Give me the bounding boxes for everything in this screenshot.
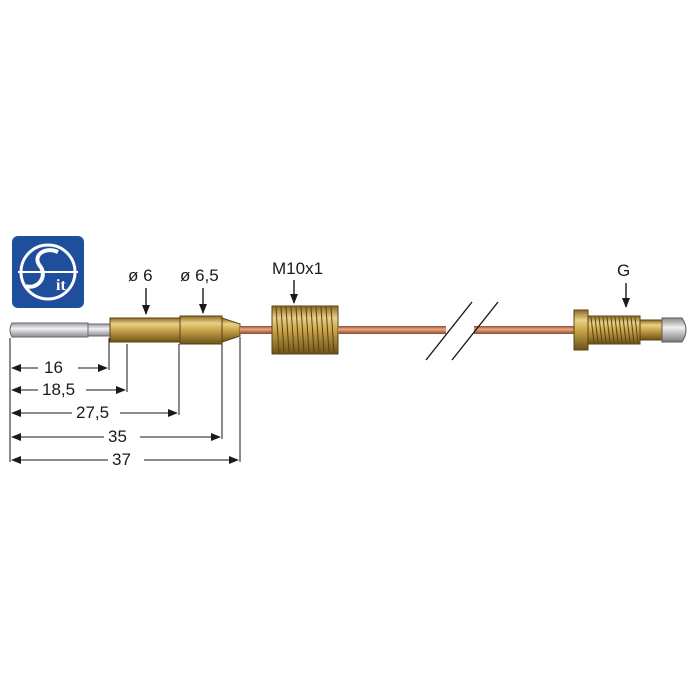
callout-nut-thread: M10x1 bbox=[272, 259, 323, 304]
thread-groove bbox=[320, 306, 325, 354]
thread-groove bbox=[300, 306, 305, 354]
thread-groove bbox=[634, 316, 639, 344]
logo-s-mark bbox=[25, 248, 59, 289]
thread-groove bbox=[590, 316, 595, 344]
dim-bg-18-5 bbox=[38, 379, 86, 399]
dim-label-27-5: 27,5 bbox=[76, 403, 109, 422]
thread-groove bbox=[618, 316, 623, 344]
logo-text: it bbox=[56, 277, 66, 294]
body-section-6-5 bbox=[179, 315, 223, 345]
nut-thread-lines bbox=[275, 306, 335, 354]
dim-bg-35 bbox=[104, 426, 140, 446]
thread-groove bbox=[310, 306, 315, 354]
thread-groove bbox=[594, 316, 599, 344]
copper-tube-a bbox=[240, 326, 274, 334]
thread-groove bbox=[622, 316, 627, 344]
thread-groove bbox=[290, 306, 295, 354]
break-line-2 bbox=[451, 301, 499, 361]
label-nut-thread: M10x1 bbox=[272, 259, 323, 278]
tip-collar bbox=[87, 323, 111, 337]
dim-bg-37 bbox=[108, 449, 144, 469]
dim-label-35: 35 bbox=[108, 427, 127, 446]
thread-groove bbox=[602, 316, 607, 344]
dim-bg-27-5 bbox=[72, 402, 120, 422]
dim-label-37: 37 bbox=[112, 450, 131, 469]
dimension-lines: 16 18,5 27,5 35 37 bbox=[9, 337, 241, 469]
connector-cap bbox=[661, 317, 687, 343]
callout-body-diameter: ø 6,5 bbox=[180, 266, 219, 314]
callout-connector: G bbox=[617, 261, 630, 308]
thread-nut bbox=[271, 305, 339, 355]
connector-hex bbox=[573, 309, 589, 351]
sensor-tip bbox=[9, 322, 111, 338]
thread-groove bbox=[614, 316, 619, 344]
connector-collar bbox=[639, 319, 663, 341]
callout-tip-diameter: ø 6 bbox=[128, 266, 153, 315]
thread-groove bbox=[630, 316, 635, 344]
body-section-6 bbox=[109, 317, 183, 343]
break-line-1 bbox=[425, 301, 473, 361]
thread-groove bbox=[610, 316, 615, 344]
thread-groove bbox=[305, 306, 310, 354]
sit-logo: it bbox=[12, 236, 84, 308]
label-connector: G bbox=[617, 261, 630, 280]
break-mark bbox=[425, 301, 499, 361]
thread-groove bbox=[325, 306, 330, 354]
brass-body bbox=[109, 315, 241, 345]
thread-groove bbox=[295, 306, 300, 354]
thread-groove bbox=[606, 316, 611, 344]
tip-sheath bbox=[9, 322, 89, 338]
thread-groove bbox=[280, 306, 285, 354]
label-body-diameter: ø 6,5 bbox=[180, 266, 219, 285]
thread-groove bbox=[285, 306, 290, 354]
thread-groove bbox=[330, 306, 335, 354]
body-taper bbox=[221, 317, 241, 343]
thread-groove bbox=[626, 316, 631, 344]
dim-label-18-5: 18,5 bbox=[42, 380, 75, 399]
thread-groove bbox=[598, 316, 603, 344]
thread-groove bbox=[315, 306, 320, 354]
thread-groove bbox=[275, 306, 280, 354]
dim-label-16: 16 bbox=[44, 358, 63, 377]
connector-thread-lines bbox=[590, 316, 639, 344]
label-tip-diameter: ø 6 bbox=[128, 266, 153, 285]
connector-fitting bbox=[573, 309, 687, 351]
dim-bg-16 bbox=[38, 357, 78, 377]
